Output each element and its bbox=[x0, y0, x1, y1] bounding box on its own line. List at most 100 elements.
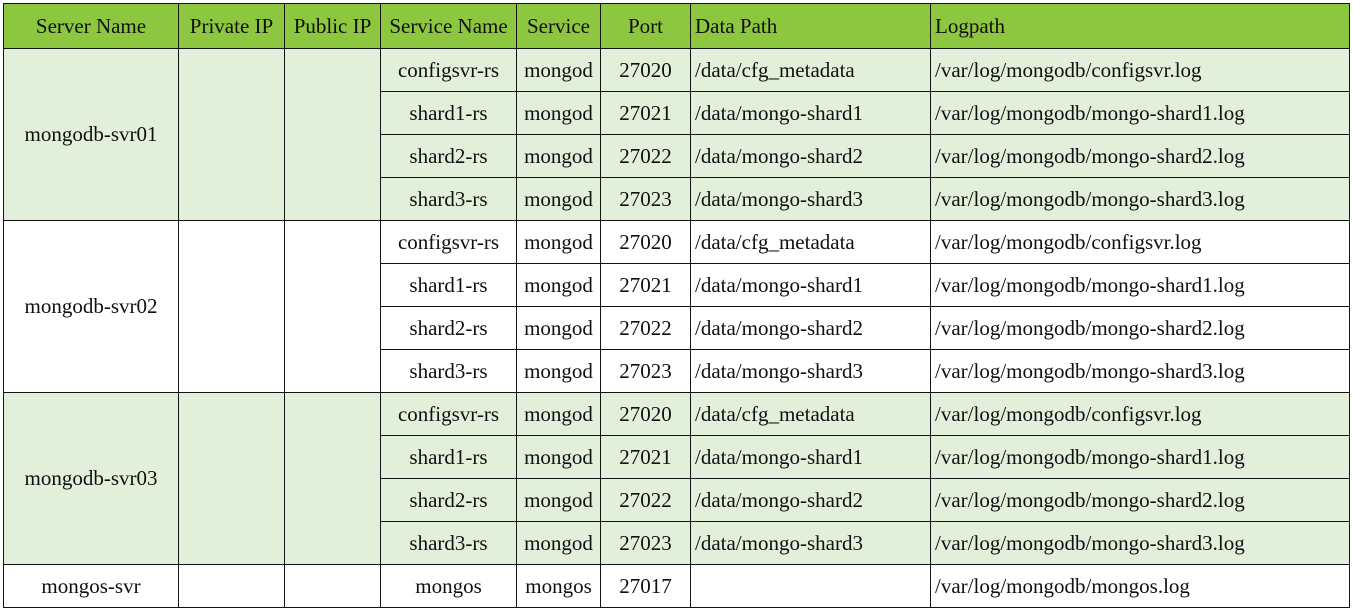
cell-service-name[interactable]: configsvr-rs bbox=[380, 48, 517, 92]
cell-service[interactable]: mongod bbox=[516, 349, 601, 393]
cell-data-path[interactable]: /data/mongo-shard3 bbox=[690, 349, 931, 393]
cell-service[interactable]: mongod bbox=[516, 220, 601, 264]
cell-logpath[interactable]: /var/log/mongodb/mongo-shard1.log bbox=[930, 91, 1350, 135]
cell-service[interactable]: mongod bbox=[516, 134, 601, 178]
cell-data-path[interactable]: /data/mongo-shard2 bbox=[690, 478, 931, 522]
column-header-service[interactable]: Service bbox=[516, 3, 601, 49]
cell-service[interactable]: mongod bbox=[516, 478, 601, 522]
cell-server-name[interactable]: mongodb-svr02 bbox=[3, 220, 179, 393]
column-header-service-name[interactable]: Service Name bbox=[380, 3, 517, 49]
column-header-data-path[interactable]: Data Path bbox=[690, 3, 931, 49]
cell-port[interactable]: 27022 bbox=[600, 478, 691, 522]
cell-logpath[interactable]: /var/log/mongodb/mongo-shard3.log bbox=[930, 521, 1350, 565]
cell-data-path[interactable]: /data/cfg_metadata bbox=[690, 220, 931, 264]
cell-service-name[interactable]: mongos bbox=[380, 564, 517, 608]
cell-port[interactable]: 27021 bbox=[600, 263, 691, 307]
cell-service-name[interactable]: configsvr-rs bbox=[380, 392, 517, 436]
cell-logpath[interactable]: /var/log/mongodb/mongo-shard3.log bbox=[930, 177, 1350, 221]
cell-service[interactable]: mongod bbox=[516, 435, 601, 479]
cell-service-name[interactable]: shard1-rs bbox=[380, 263, 517, 307]
cell-data-path[interactable]: /data/cfg_metadata bbox=[690, 392, 931, 436]
cell-public-ip[interactable] bbox=[284, 220, 381, 393]
cell-port[interactable]: 27022 bbox=[600, 134, 691, 178]
cell-service-name[interactable]: shard3-rs bbox=[380, 521, 517, 565]
cell-port[interactable]: 27023 bbox=[600, 521, 691, 565]
cell-public-ip[interactable] bbox=[284, 392, 381, 565]
column-header-logpath[interactable]: Logpath bbox=[930, 3, 1350, 49]
cell-port[interactable]: 27020 bbox=[600, 48, 691, 92]
cell-port[interactable]: 27020 bbox=[600, 220, 691, 264]
cell-logpath[interactable]: /var/log/mongodb/configsvr.log bbox=[930, 48, 1350, 92]
cell-port[interactable]: 27022 bbox=[600, 306, 691, 350]
cell-logpath[interactable]: /var/log/mongodb/mongo-shard1.log bbox=[930, 263, 1350, 307]
cell-service-name[interactable]: shard2-rs bbox=[380, 478, 517, 522]
cell-logpath[interactable]: /var/log/mongodb/mongo-shard1.log bbox=[930, 435, 1350, 479]
cell-service-name[interactable]: shard1-rs bbox=[380, 91, 517, 135]
cell-service[interactable]: mongod bbox=[516, 521, 601, 565]
cell-logpath[interactable]: /var/log/mongodb/configsvr.log bbox=[930, 392, 1350, 436]
cell-port[interactable]: 27021 bbox=[600, 435, 691, 479]
cell-public-ip[interactable] bbox=[284, 564, 381, 608]
cell-service-name[interactable]: shard2-rs bbox=[380, 306, 517, 350]
cell-logpath[interactable]: /var/log/mongodb/mongo-shard2.log bbox=[930, 134, 1350, 178]
cell-service[interactable]: mongod bbox=[516, 392, 601, 436]
cell-port[interactable]: 27017 bbox=[600, 564, 691, 608]
cell-private-ip[interactable] bbox=[178, 564, 285, 608]
column-header-server-name[interactable]: Server Name bbox=[3, 3, 179, 49]
cell-service-name[interactable]: shard3-rs bbox=[380, 349, 517, 393]
cell-private-ip[interactable] bbox=[178, 392, 285, 565]
cell-server-name[interactable]: mongodb-svr01 bbox=[3, 48, 179, 221]
cell-port[interactable]: 27021 bbox=[600, 91, 691, 135]
cell-data-path[interactable]: /data/cfg_metadata bbox=[690, 48, 931, 92]
cell-logpath[interactable]: /var/log/mongodb/mongos.log bbox=[930, 564, 1350, 608]
cell-service[interactable]: mongod bbox=[516, 48, 601, 92]
cell-service[interactable]: mongos bbox=[516, 564, 601, 608]
cell-service[interactable]: mongod bbox=[516, 91, 601, 135]
cell-logpath[interactable]: /var/log/mongodb/mongo-shard2.log bbox=[930, 478, 1350, 522]
cell-data-path[interactable] bbox=[690, 564, 931, 608]
cell-private-ip[interactable] bbox=[178, 220, 285, 393]
cell-service-name[interactable]: configsvr-rs bbox=[380, 220, 517, 264]
cell-server-name[interactable]: mongos-svr bbox=[3, 564, 179, 608]
cell-service-name[interactable]: shard2-rs bbox=[380, 134, 517, 178]
cell-data-path[interactable]: /data/mongo-shard2 bbox=[690, 134, 931, 178]
cell-logpath[interactable]: /var/log/mongodb/mongo-shard2.log bbox=[930, 306, 1350, 350]
cell-service[interactable]: mongod bbox=[516, 306, 601, 350]
cell-private-ip[interactable] bbox=[178, 48, 285, 221]
cell-port[interactable]: 27023 bbox=[600, 349, 691, 393]
cell-logpath[interactable]: /var/log/mongodb/mongo-shard3.log bbox=[930, 349, 1350, 393]
cell-port[interactable]: 27020 bbox=[600, 392, 691, 436]
cell-data-path[interactable]: /data/mongo-shard3 bbox=[690, 521, 931, 565]
cell-service-name[interactable]: shard1-rs bbox=[380, 435, 517, 479]
cell-data-path[interactable]: /data/mongo-shard1 bbox=[690, 91, 931, 135]
cell-service-name[interactable]: shard3-rs bbox=[380, 177, 517, 221]
cell-service[interactable]: mongod bbox=[516, 263, 601, 307]
cell-data-path[interactable]: /data/mongo-shard1 bbox=[690, 263, 931, 307]
cell-port[interactable]: 27023 bbox=[600, 177, 691, 221]
cell-data-path[interactable]: /data/mongo-shard1 bbox=[690, 435, 931, 479]
cell-server-name[interactable]: mongodb-svr03 bbox=[3, 392, 179, 565]
cell-data-path[interactable]: /data/mongo-shard2 bbox=[690, 306, 931, 350]
column-header-private-ip[interactable]: Private IP bbox=[178, 3, 285, 49]
cell-logpath[interactable]: /var/log/mongodb/configsvr.log bbox=[930, 220, 1350, 264]
column-header-port[interactable]: Port bbox=[600, 3, 691, 49]
cell-service[interactable]: mongod bbox=[516, 177, 601, 221]
cell-data-path[interactable]: /data/mongo-shard3 bbox=[690, 177, 931, 221]
cell-public-ip[interactable] bbox=[284, 48, 381, 221]
column-header-public-ip[interactable]: Public IP bbox=[284, 3, 381, 49]
